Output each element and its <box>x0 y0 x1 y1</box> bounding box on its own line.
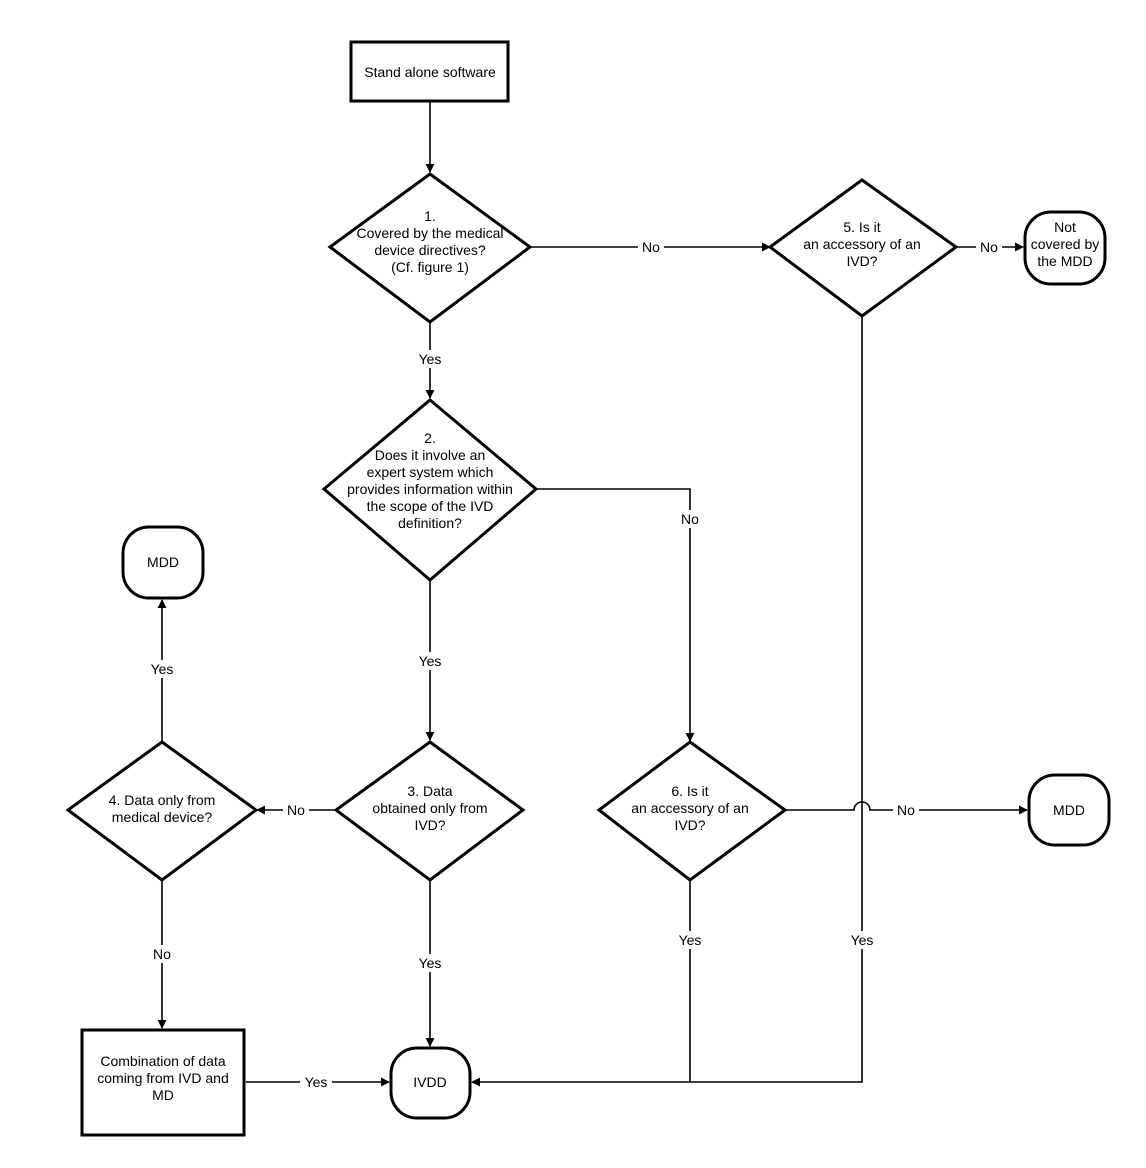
edges <box>157 102 1028 1087</box>
nodes: Stand alone software 1.Covered by the me… <box>65 40 1111 1137</box>
node-text-line: obtained only from <box>372 800 487 816</box>
edge-label-q5-yes: Yes <box>851 932 874 948</box>
node-text-line: IVD? <box>674 817 705 833</box>
node-ivdd: IVDD <box>389 1046 472 1120</box>
node-text-line: expert system which <box>367 464 494 480</box>
node-text-line: definition? <box>398 515 462 531</box>
edge-label-q3-no: No <box>287 802 305 818</box>
edge-label-q3-yes: Yes <box>419 955 442 971</box>
node-text-start: Stand alone software <box>364 64 496 80</box>
node-text-line: Does it involve an <box>375 447 486 463</box>
edge-label-q1-no: No <box>642 239 660 255</box>
edge-label-q6-no: No <box>897 802 915 818</box>
node-text-line: (Cf. figure 1) <box>391 259 469 275</box>
node-text-line: provides information within <box>347 481 513 497</box>
node-text-line: 2. <box>424 430 436 446</box>
edge-label-combination-yes: Yes <box>305 1074 328 1090</box>
node-text-mdd-right: MDD <box>1053 802 1085 818</box>
node-text-line: MD <box>152 1087 174 1103</box>
node-text-line: MDD <box>147 554 179 570</box>
node-text-line: the scope of the IVD <box>367 498 494 514</box>
edge-label-q4-yes: Yes <box>151 661 174 677</box>
node-text-line: an accessory of an <box>803 236 921 252</box>
edge-q2-q6 <box>536 488 695 742</box>
node-text-line: 3. Data <box>407 783 452 799</box>
node-text-line: IVD? <box>846 253 877 269</box>
node-text-line: IVDD <box>413 1074 446 1090</box>
node-text-line: medical device? <box>112 809 213 825</box>
edge-label-q6-yes: Yes <box>679 932 702 948</box>
node-text-line: 4. Data only from <box>109 792 216 808</box>
node-stand-alone-software: Stand alone software <box>349 40 510 103</box>
node-text-line: IVD? <box>414 817 445 833</box>
edge-q5-ivdd <box>471 316 863 1087</box>
node-text-mdd-top: MDD <box>147 554 179 570</box>
node-text-line: device directives? <box>374 242 485 258</box>
node-text-line: the MDD <box>1037 253 1092 269</box>
node-mdd-top: MDD <box>121 525 205 600</box>
edge-label-q2-yes: Yes <box>419 653 442 669</box>
node-text-line: Stand alone software <box>364 64 496 80</box>
edge-label-q1-yes: Yes <box>419 351 442 367</box>
edge-label-q4-no: No <box>153 946 171 962</box>
node-text-line: Covered by the medical <box>356 225 503 241</box>
node-text-line: 6. Is it <box>671 783 708 799</box>
node-text-line: 5. Is it <box>843 219 880 235</box>
node-text-line: coming from IVD and <box>97 1070 229 1086</box>
node-text-line: Not <box>1054 219 1076 235</box>
edge-label-q2-no: No <box>681 511 699 527</box>
node-text-line: Combination of data <box>100 1053 226 1069</box>
edge-label-q5-no: No <box>980 239 998 255</box>
node-mdd-right: MDD <box>1027 773 1111 847</box>
node-text-ivdd: IVDD <box>413 1074 446 1090</box>
node-text-line: covered by <box>1031 236 1099 252</box>
node-text-line: MDD <box>1053 802 1085 818</box>
edge-labels: No No Yes No Yes Yes No No No Yes Yes Ye… <box>146 238 1002 1091</box>
node-text-line: an accessory of an <box>631 800 749 816</box>
node-text-line: 1. <box>424 208 436 224</box>
